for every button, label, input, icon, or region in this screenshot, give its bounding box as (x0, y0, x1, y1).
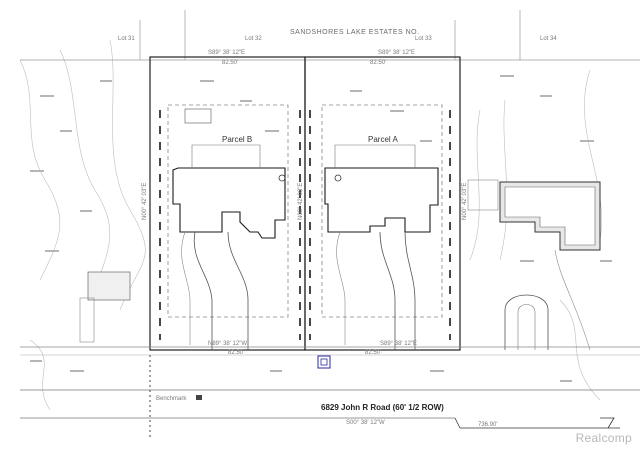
break-symbol (600, 417, 615, 429)
side-bearing-left: N00° 42' 03"E (142, 183, 148, 220)
road-bearing: S00° 38' 12"W (346, 420, 385, 426)
neighbor-driveway (504, 294, 549, 350)
driveway-b-right (227, 231, 249, 350)
driveway-a-edge (336, 231, 346, 345)
lot-33-label: Lot 33 (415, 36, 432, 42)
distance-label: 736.90' (478, 422, 498, 428)
driveway-b-edge (181, 231, 191, 345)
side-bearing-right: N00° 42' 03"E (462, 183, 468, 220)
lot-31-label: Lot 31 (118, 36, 135, 42)
subdivision-title: SANDSHORES LAKE ESTATES NO. (290, 29, 420, 36)
utility-box-inner (320, 358, 328, 366)
realcomp-watermark: Realcomp (575, 431, 632, 445)
left-neighbor-wall (79, 297, 95, 343)
parcel-a-deck (334, 144, 416, 168)
utility-box-icon (317, 355, 331, 369)
parcel-a-boundary (304, 56, 461, 351)
lot-32-label: Lot 32 (245, 36, 262, 42)
well-marker (334, 174, 342, 182)
benchmark-label: Benchmark (156, 396, 187, 402)
parcel-b-house (172, 167, 286, 239)
top-bearing-right: S89° 38' 12"E (378, 50, 415, 56)
top-dist-right: 82.50' (370, 60, 386, 66)
bottom-dist-left: 82.50' (228, 350, 244, 356)
parcel-b-label: Parcel B (222, 135, 252, 144)
side-bearing-mid: N00° 42' 03"E (298, 183, 304, 220)
parcel-b-shed (184, 108, 212, 124)
parcel-b-setback (167, 104, 289, 318)
top-bearing-left: S89° 38' 12"E (208, 50, 245, 56)
leader-line (454, 417, 461, 429)
left-neighbor-shed (87, 271, 131, 301)
parcel-a-setback (321, 104, 443, 318)
bottom-dist-right: 82.50' (365, 350, 381, 356)
well-marker (278, 174, 286, 182)
benchmark-icon (196, 395, 202, 400)
top-dist-left: 82.50' (222, 60, 238, 66)
neighbor-house-inner (504, 186, 596, 246)
driveway-a-left (379, 231, 396, 350)
bottom-bearing-right: S89° 38' 12"E (380, 341, 417, 347)
driveway-b-left (193, 231, 213, 350)
driveway-a-right (404, 231, 416, 350)
neighbor-path (554, 249, 591, 351)
contour-lines (19, 39, 602, 411)
parcel-a-house (324, 167, 439, 233)
parcel-b-deck (191, 144, 261, 168)
road-label: 6829 John R Road (60' 1/2 ROW) (321, 403, 444, 412)
neighbor-driveway-inner (517, 304, 536, 350)
elevation-marks (30, 75, 612, 382)
neighbor-garage (467, 179, 499, 211)
lot-34-label: Lot 34 (540, 36, 557, 42)
parcel-a-label: Parcel A (368, 135, 398, 144)
bottom-bearing-left: N89° 38' 12"W (208, 341, 247, 347)
